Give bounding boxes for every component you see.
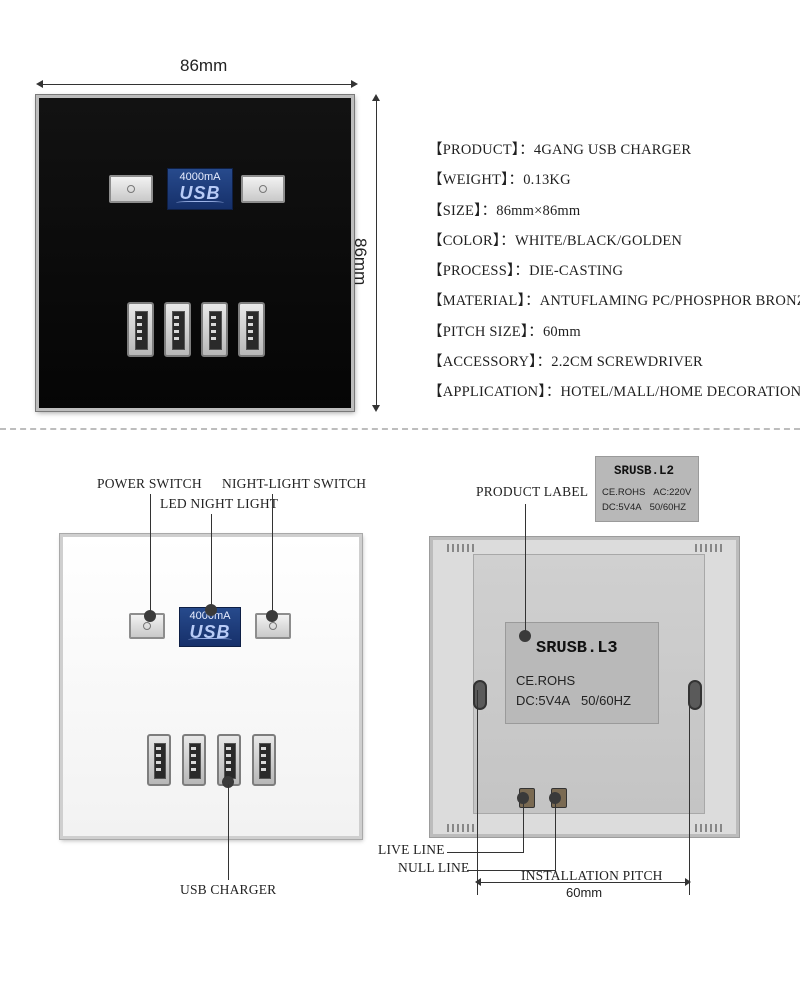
spec-list: 【PRODUCT】：4GANG USB CHARGER 【WEIGHT】：0.1… <box>428 138 800 411</box>
power-switch-leader <box>150 494 151 616</box>
led-night-light-callout: LED NIGHT LIGHT <box>160 496 279 511</box>
back-panel: SRUSB.L3 CE.ROHS DC:5V4A 50/60HZ <box>430 537 739 837</box>
pitch-value-label: 60mm <box>566 885 603 900</box>
usb-port <box>164 302 191 357</box>
usb-port <box>252 734 276 786</box>
null-line-leader-h <box>467 870 555 871</box>
usb-badge: 4000mA USB <box>167 168 233 210</box>
night-light-switch-key <box>241 175 285 203</box>
pitch-extension-left <box>477 690 478 895</box>
back-product-label: SRUSB.L3 CE.ROHS DC:5V4A 50/60HZ <box>505 622 659 724</box>
spec-row: 【SIZE】：86mm×86mm <box>428 202 581 219</box>
tag-model: SRUSB.L2 <box>614 464 675 478</box>
cable-icon <box>176 201 224 205</box>
spec-row: 【COLOR】：WHITE/BLACK/GOLDEN <box>428 232 683 249</box>
live-line-leader-v <box>523 800 524 853</box>
callout-dot <box>549 792 561 804</box>
usb-port <box>201 302 228 357</box>
spec-row: 【ACCESSORY】：2.2CM SCREWDRIVER <box>428 354 703 371</box>
live-line-leader-h <box>447 852 523 853</box>
back-label-line-1: CE.ROHS <box>516 673 576 688</box>
callout-dot <box>517 792 529 804</box>
width-dimension-label: 86mm <box>180 56 228 75</box>
badge-current-label: 4000mA <box>189 610 231 622</box>
led-night-light-leader <box>211 514 212 610</box>
null-line-callout: NULL LINE <box>398 860 470 875</box>
back-label-line-2: DC:5V4A 50/60HZ <box>516 693 631 708</box>
product-label-callout: PRODUCT LABEL <box>476 484 589 499</box>
callout-dot <box>144 610 156 622</box>
power-switch-callout: POWER SWITCH <box>97 476 202 491</box>
night-light-switch-leader <box>272 494 273 616</box>
back-label-model: SRUSB.L3 <box>536 639 618 658</box>
usb-port <box>147 734 171 786</box>
badge-usb-label: USB <box>179 183 221 203</box>
power-switch-key <box>109 175 153 203</box>
black-socket-panel: 4000mA USB <box>36 95 354 411</box>
usb-port <box>217 734 241 786</box>
callout-dot <box>266 610 278 622</box>
width-dimension-arrow <box>36 80 358 88</box>
mounting-slot <box>473 680 487 710</box>
callout-dot <box>205 604 217 616</box>
height-dimension-arrow <box>372 94 380 412</box>
cable-icon <box>188 638 232 642</box>
badge-current-label: 4000mA <box>179 171 221 183</box>
power-icon <box>127 185 135 193</box>
usb-charger-leader <box>228 784 229 880</box>
installation-pitch-arrow <box>475 878 691 886</box>
usb-port <box>182 734 206 786</box>
callout-dot <box>519 630 531 642</box>
spec-row: 【WEIGHT】：0.13KG <box>428 172 571 189</box>
spec-row: 【PITCH SIZE】：60mm <box>428 323 581 340</box>
spec-row: 【MATERIAL】：ANTUFLAMING PC/PHOSPHOR BRONZ… <box>428 293 800 310</box>
spec-row: 【APPLICATION】：HOTEL/MALL/HOME DECORATION <box>428 384 800 401</box>
spec-row: 【PROCESS】：DIE-CASTING <box>428 263 624 280</box>
spec-row: 【PRODUCT】：4GANG USB CHARGER <box>428 142 692 158</box>
power-icon <box>269 622 277 630</box>
product-label-leader <box>525 504 526 636</box>
night-light-switch-callout: NIGHT-LIGHT SWITCH <box>222 476 367 491</box>
live-line-callout: LIVE LINE <box>378 842 445 857</box>
callout-dot <box>222 776 234 788</box>
installation-pitch-callout: INSTALLATION PITCH <box>521 868 663 883</box>
section-divider <box>0 428 800 430</box>
pitch-extension-right <box>689 690 690 895</box>
null-line-leader-v <box>555 800 556 871</box>
badge-usb-label: USB <box>189 622 231 642</box>
mounting-slot <box>688 680 702 710</box>
usb-port <box>238 302 265 357</box>
usb-charger-callout: USB CHARGER <box>180 882 277 897</box>
usb-port <box>127 302 154 357</box>
power-icon <box>259 185 267 193</box>
power-icon <box>143 622 151 630</box>
